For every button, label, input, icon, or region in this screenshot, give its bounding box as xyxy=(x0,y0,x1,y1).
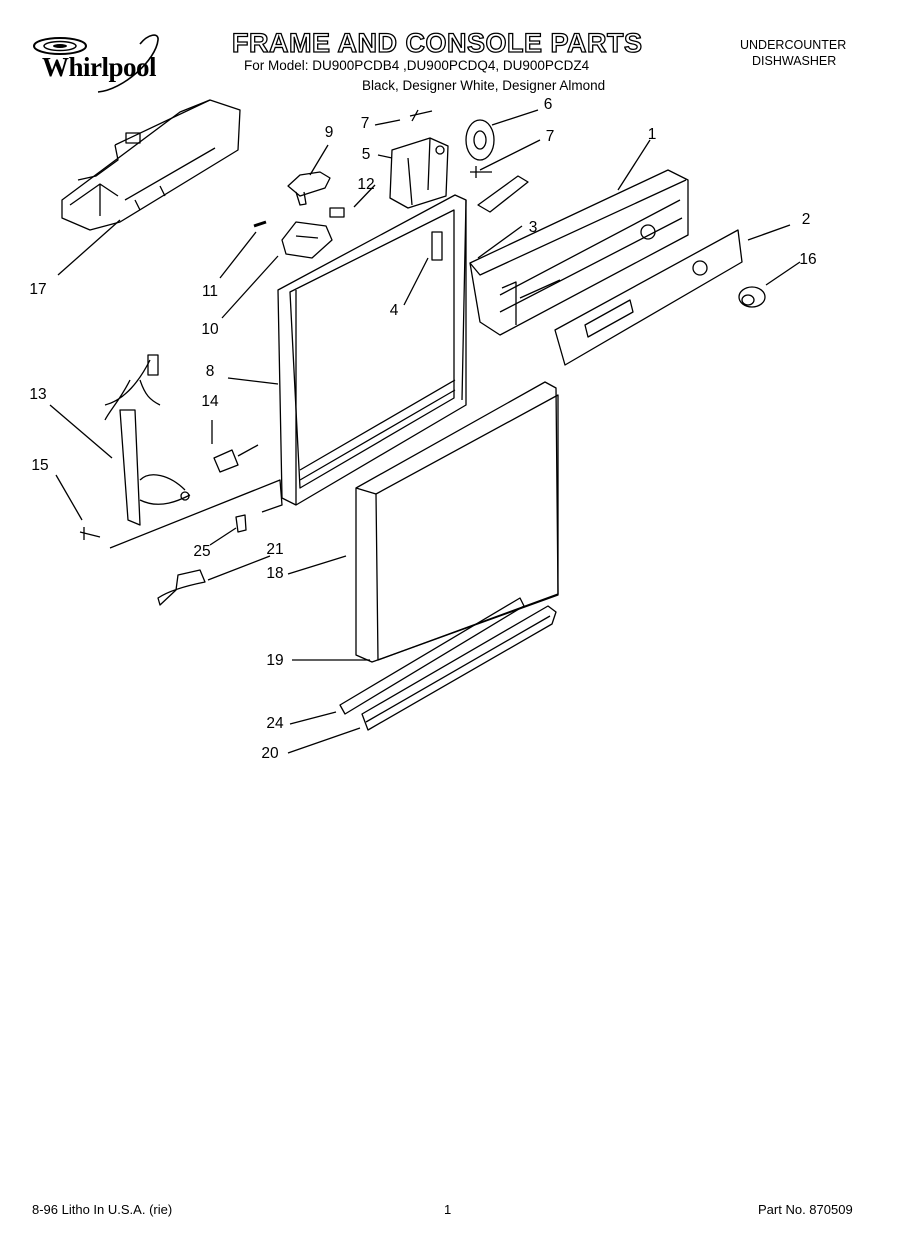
callout-number: 2 xyxy=(801,211,811,228)
part-9-bracket xyxy=(287,171,331,206)
callout-number: 9 xyxy=(324,124,334,141)
callout-number: 12 xyxy=(357,176,375,193)
part-number: Part No. 870509 xyxy=(758,1202,853,1217)
part-15-screw xyxy=(79,527,101,540)
part-5-switch xyxy=(389,137,449,209)
part-2-panel xyxy=(554,229,743,366)
whirlpool-logo xyxy=(33,34,159,93)
callout-number: 17 xyxy=(29,281,47,298)
product-type-line2: DISHWASHER xyxy=(752,54,837,68)
part-21-handle xyxy=(157,569,206,606)
callout-number: 21 xyxy=(266,541,284,558)
part-1-console xyxy=(469,169,689,336)
page-title: FRAME AND CONSOLE PARTS xyxy=(231,27,643,58)
part-13-wire-harness xyxy=(104,354,191,526)
callout-number: 4 xyxy=(389,302,399,319)
part-14-switch xyxy=(213,444,259,473)
part-3-bracket xyxy=(477,175,529,213)
callout-number: 16 xyxy=(799,251,817,268)
callout-number: 3 xyxy=(528,219,538,236)
part-6-dial xyxy=(465,119,495,161)
model-numbers: For Model: DU900PCDB4 ,DU900PCDQ4, DU900… xyxy=(244,58,590,73)
callout-number: 13 xyxy=(29,386,47,403)
callout-number: 18 xyxy=(266,565,284,582)
callout-number: 24 xyxy=(266,715,284,732)
part-18-19-door-panel xyxy=(355,381,559,663)
part-20-toe-plate xyxy=(361,605,557,731)
callout-number: 7 xyxy=(360,115,370,132)
product-type-line1: UNDERCOUNTER xyxy=(740,38,847,52)
part-7-screw-top xyxy=(409,109,433,122)
part-25-clip xyxy=(235,514,247,533)
mount-bracket xyxy=(109,479,283,549)
part-12-pin xyxy=(253,220,267,228)
callout-number: 20 xyxy=(261,745,279,762)
page-number: 1 xyxy=(444,1202,452,1217)
part-7-screw-right xyxy=(470,166,492,178)
callout-number: 14 xyxy=(201,393,219,410)
part-10-latch xyxy=(281,221,333,259)
brand-name: Whirlpool xyxy=(42,52,157,82)
callout-number: 19 xyxy=(266,652,284,669)
callout-number: 8 xyxy=(205,363,215,380)
callout-number: 25 xyxy=(193,543,211,560)
part-16-housing xyxy=(61,99,241,231)
part-8-door-frame xyxy=(277,194,467,506)
callout-number: 15 xyxy=(31,457,49,474)
callout-number: 11 xyxy=(201,283,219,300)
callout-leaders xyxy=(49,109,801,754)
callout-number: 10 xyxy=(201,321,219,338)
part-17-knob xyxy=(738,286,766,308)
callout-number: 1 xyxy=(647,126,657,143)
color-options: Black, Designer White, Designer Almond xyxy=(362,78,606,93)
callout-number: 7 xyxy=(545,128,555,145)
part-24-trim xyxy=(339,597,525,715)
litho-note: 8-96 Litho In U.S.A. (rie) xyxy=(32,1202,173,1217)
callout-number: 5 xyxy=(361,146,371,163)
callout-number: 6 xyxy=(543,96,553,113)
part-11-clip xyxy=(329,207,345,218)
